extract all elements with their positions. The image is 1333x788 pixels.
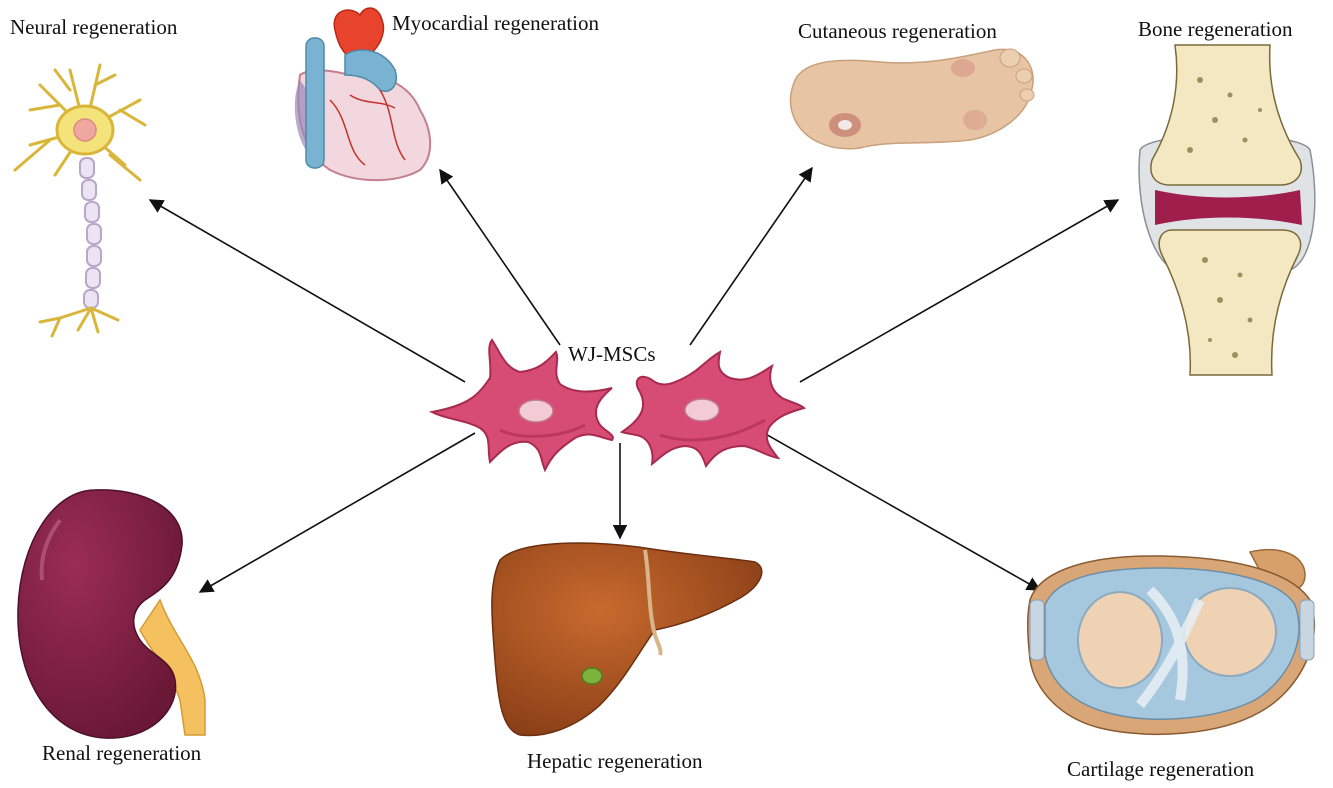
hepatic-regeneration: Hepatic regeneration [491,542,763,773]
arrow-to-renal [198,432,476,593]
gallbladder [581,667,603,685]
cartilage-regeneration: Cartilage regeneration [1026,549,1316,781]
meniscus-icon [1026,549,1316,735]
wj-mscs-cells: WJ-MSCs [428,338,806,473]
liver-icon [491,542,763,737]
arrows [148,166,1120,593]
neuron-icon [13,63,147,338]
bone-joint-icon [1138,44,1316,376]
renal-regeneration: Renal regeneration [17,489,206,765]
cutaneous-regeneration: Cutaneous regeneration [789,19,1035,150]
bone-regeneration: Bone regeneration [1138,17,1316,376]
msc-nucleus-right [684,398,720,422]
hepatic-label: Hepatic regeneration [527,749,703,773]
myocardial-regeneration: Myocardial regeneration [294,7,599,182]
arrow-to-neural [148,199,466,383]
arrow-to-cutaneous [689,166,813,346]
heart-icon [294,7,432,182]
center-label: WJ-MSCs [568,342,656,366]
arrow-to-myocardial [439,168,561,346]
bone-label: Bone regeneration [1138,17,1293,41]
kidney-icon [17,489,206,739]
renal-label: Renal regeneration [42,741,202,765]
cutaneous-label: Cutaneous regeneration [798,19,997,43]
msc-nucleus-left [518,399,554,423]
foot-icon [789,48,1035,150]
msc-cell-right [619,350,806,469]
msc-cell-left [428,338,614,473]
myocardial-label: Myocardial regeneration [392,11,599,35]
neural-regeneration: Neural regeneration [10,15,178,338]
arrow-to-bone [799,199,1120,383]
arrow-to-cartilage [761,431,1042,591]
neural-label: Neural regeneration [10,15,178,39]
cartilage-label: Cartilage regeneration [1067,757,1255,781]
